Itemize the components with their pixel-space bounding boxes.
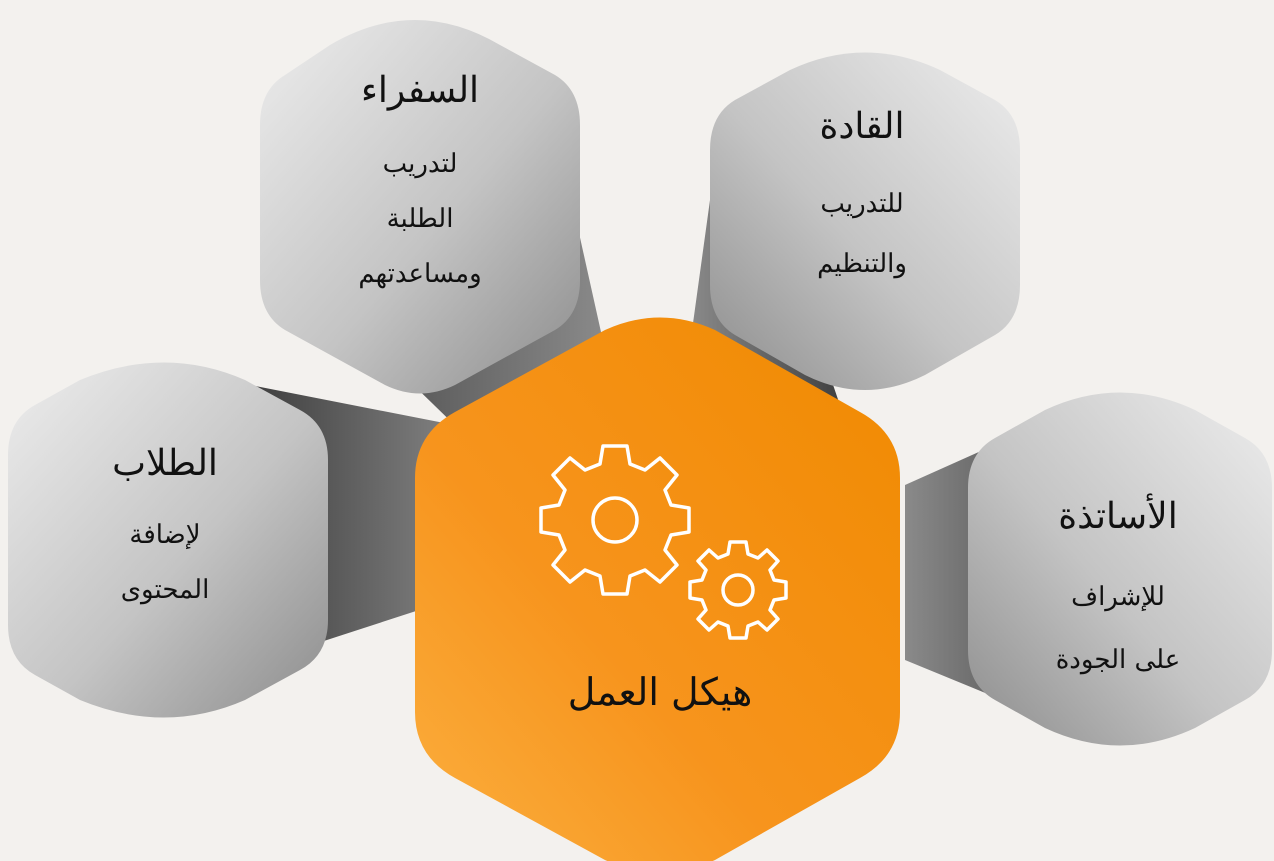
- node-line-ambassadors-1: لتدريب: [383, 149, 458, 179]
- hex-professors: [968, 392, 1272, 746]
- node-line-students-2: المحتوى: [121, 575, 210, 605]
- node-professors: الأساتذة للإشراف على الجودة: [968, 392, 1272, 746]
- gears-icon: [539, 444, 788, 640]
- hex-center: [415, 317, 900, 861]
- node-title-professors: الأساتذة: [1058, 493, 1177, 537]
- center-label: هيكل العمل: [568, 670, 753, 714]
- node-leaders: القادة للتدريب والتنظيم: [710, 52, 1020, 390]
- node-line-leaders-2: والتنظيم: [817, 249, 907, 279]
- node-line-leaders-1: للتدريب: [820, 189, 903, 219]
- hex-leaders: [710, 52, 1020, 390]
- hex-ambassadors: [260, 20, 580, 394]
- node-line-students-1: لإضافة: [129, 520, 200, 550]
- node-line-ambassadors-3: ومساعدتهم: [358, 259, 481, 289]
- hex-students: [8, 362, 328, 718]
- node-title-ambassadors: السفراء: [361, 70, 479, 111]
- node-line-professors-1: للإشراف: [1071, 582, 1165, 612]
- node-title-leaders: القادة: [819, 106, 904, 147]
- node-line-ambassadors-2: الطلبة: [387, 204, 454, 234]
- node-title-students: الطلاب: [112, 443, 218, 484]
- node-ambassadors: السفراء لتدريب الطلبة ومساعدتهم: [260, 20, 580, 394]
- node-line-professors-2: على الجودة: [1056, 645, 1181, 675]
- node-center: هيكل العمل: [415, 317, 900, 861]
- node-students: الطلاب لإضافة المحتوى: [8, 362, 328, 718]
